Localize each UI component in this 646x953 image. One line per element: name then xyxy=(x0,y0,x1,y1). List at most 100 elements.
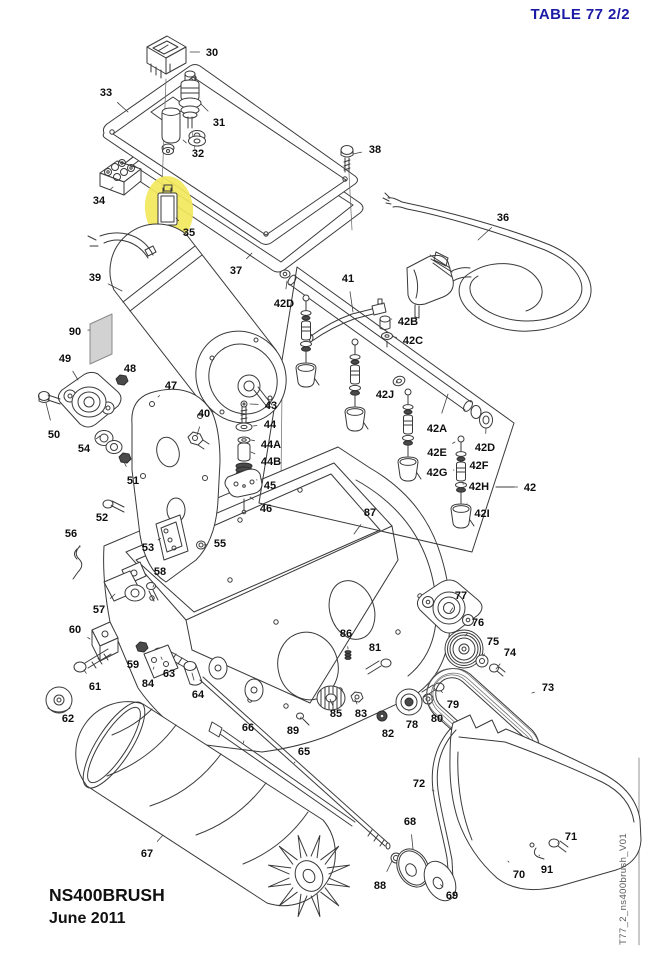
part-label-34: 34 xyxy=(93,186,114,207)
part-label-74: 74 xyxy=(495,647,517,670)
svg-text:54: 54 xyxy=(78,443,91,455)
terminal-block-34-drawing xyxy=(99,159,142,196)
part-label-58: 58 xyxy=(152,566,166,588)
svg-text:41: 41 xyxy=(342,273,354,285)
knob-62-drawing xyxy=(45,686,73,714)
svg-text:37: 37 xyxy=(230,265,242,277)
clip-56-drawing xyxy=(72,545,83,580)
washer-75-drawing xyxy=(475,654,489,668)
washer-42j xyxy=(392,375,406,387)
part-label-47: 47 xyxy=(157,380,177,398)
svg-text:52: 52 xyxy=(96,512,108,524)
part-label-77: 77 xyxy=(449,590,467,613)
label-sticker-90-drawing xyxy=(89,313,113,365)
svg-text:70: 70 xyxy=(513,869,525,881)
part-label-44A: 44A xyxy=(250,439,281,451)
rocker-switch-30-drawing xyxy=(146,35,187,79)
svg-text:67: 67 xyxy=(141,848,153,860)
svg-text:47: 47 xyxy=(165,380,177,392)
plug-drawing xyxy=(406,254,454,306)
svg-text:59: 59 xyxy=(127,659,139,671)
part-label-61: 61 xyxy=(83,669,101,693)
svg-text:43: 43 xyxy=(265,400,277,412)
fitting-40-drawing xyxy=(187,431,210,450)
washer-42c xyxy=(381,332,393,340)
brush-end-bristles xyxy=(267,834,351,918)
left-hardware-drawing xyxy=(45,452,206,714)
part-label-49: 49 xyxy=(59,353,79,381)
revision-date: June 2011 xyxy=(49,909,126,927)
part-label-81: 81 xyxy=(369,642,384,661)
svg-text:65: 65 xyxy=(298,746,310,758)
part-label-53: 53 xyxy=(142,537,161,554)
part-label-60: 60 xyxy=(69,624,91,640)
part-label-56: 56 xyxy=(65,528,81,548)
part-label-42E: 42E xyxy=(427,441,456,459)
part-label-51: 51 xyxy=(123,461,139,487)
footer-block: NS400BRUSH June 2011 xyxy=(49,884,165,929)
svg-text:42F: 42F xyxy=(470,460,489,472)
svg-text:88: 88 xyxy=(374,880,386,892)
part-label-65: 65 xyxy=(293,746,310,764)
part-label-54: 54 xyxy=(78,435,101,455)
drawing-filename-vertical: T77_2_ns400brush_V01 xyxy=(618,832,629,945)
svg-text:58: 58 xyxy=(154,566,166,578)
part-label-50: 50 xyxy=(45,402,60,441)
model-name: NS400BRUSH xyxy=(49,885,165,905)
nut-59-drawing xyxy=(135,641,149,653)
svg-text:42D: 42D xyxy=(274,298,294,310)
top-plate-33-drawing xyxy=(102,64,358,245)
svg-text:84: 84 xyxy=(142,678,155,690)
svg-text:87: 87 xyxy=(364,507,376,519)
svg-text:63: 63 xyxy=(163,668,175,680)
part-label-73: 73 xyxy=(531,682,554,694)
svg-text:31: 31 xyxy=(213,117,225,129)
nozzle-stack-c xyxy=(397,388,422,482)
part-label-82: 82 xyxy=(382,718,394,740)
svg-text:44: 44 xyxy=(264,419,277,431)
tube-64-drawing xyxy=(183,661,197,671)
block-53-drawing xyxy=(155,514,189,561)
part-label-31: 31 xyxy=(200,103,225,129)
svg-text:90: 90 xyxy=(69,326,81,338)
part-label-63: 63 xyxy=(160,656,175,680)
svg-text:73: 73 xyxy=(542,682,554,694)
fitting-42b xyxy=(379,315,391,323)
clip-91-drawing xyxy=(533,847,545,860)
svg-text:56: 56 xyxy=(65,528,77,540)
svg-text:83: 83 xyxy=(355,708,367,720)
svg-text:42C: 42C xyxy=(403,335,423,347)
nozzle-stack-a xyxy=(295,294,320,388)
part-label-68: 68 xyxy=(404,816,416,850)
part-label-87: 87 xyxy=(353,507,376,535)
svg-text:42D: 42D xyxy=(475,442,495,454)
svg-text:78: 78 xyxy=(406,719,418,731)
svg-text:45: 45 xyxy=(264,480,276,492)
svg-text:79: 79 xyxy=(447,699,459,711)
drive-hardware-drawing xyxy=(316,650,445,722)
svg-text:34: 34 xyxy=(93,195,106,207)
nozzle-stack-b xyxy=(344,338,369,432)
key-switch-31-drawing xyxy=(178,70,206,147)
svg-text:35: 35 xyxy=(183,227,195,239)
svg-text:42G: 42G xyxy=(427,467,448,479)
table-title: TABLE 77 2/2 xyxy=(530,6,630,23)
svg-text:81: 81 xyxy=(369,642,381,654)
bolt-81-drawing xyxy=(380,658,392,668)
part-label-79: 79 xyxy=(440,690,459,711)
part-label-42D: 42D xyxy=(274,280,294,310)
rods-65-66-drawing xyxy=(199,676,391,850)
part-label-86: 86 xyxy=(340,628,352,650)
part-label-66: 66 xyxy=(242,722,254,745)
part-label-52: 52 xyxy=(96,504,113,524)
screw-58-drawing xyxy=(146,582,156,590)
part-label-38: 38 xyxy=(352,144,381,156)
part-label-42J: 42J xyxy=(376,381,398,401)
part-label-84: 84 xyxy=(142,666,155,690)
svg-text:60: 60 xyxy=(69,624,81,636)
svg-text:42I: 42I xyxy=(474,508,489,520)
cap-42d-left xyxy=(279,269,291,279)
svg-text:57: 57 xyxy=(93,604,105,616)
svg-text:80: 80 xyxy=(431,713,443,725)
